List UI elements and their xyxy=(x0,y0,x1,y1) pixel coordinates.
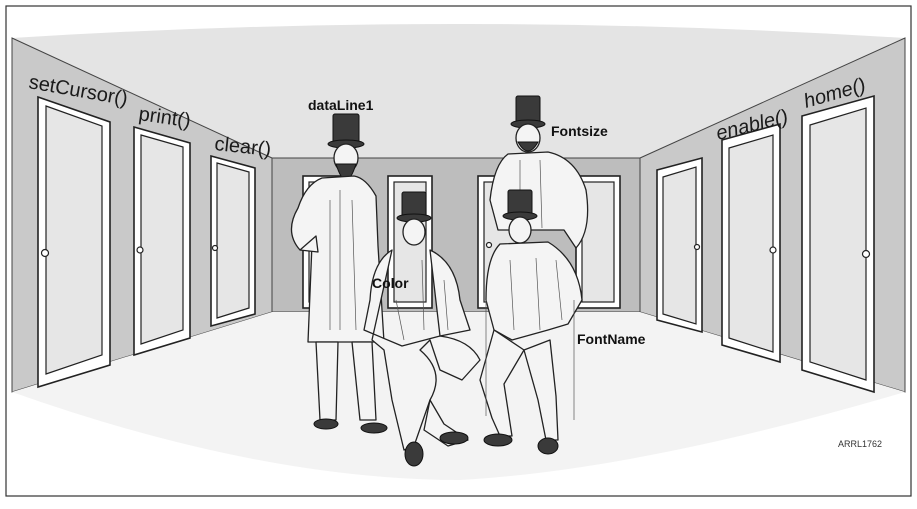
seated-man-right xyxy=(479,189,583,455)
label-color: Color xyxy=(372,275,409,291)
door-home[interactable] xyxy=(801,94,875,394)
label-dataline1: dataLine1 xyxy=(308,97,374,113)
label-fontname: FontName xyxy=(577,331,646,347)
standing-man-left xyxy=(290,113,388,434)
label-fontsize: Fontsize xyxy=(551,123,608,139)
door-enable-2[interactable] xyxy=(721,122,781,364)
floor xyxy=(12,312,905,480)
door-setcursor[interactable] xyxy=(37,95,111,389)
door-print[interactable] xyxy=(133,125,191,357)
door-enable[interactable] xyxy=(656,156,703,334)
figure-credit: ARRL1762 xyxy=(838,439,882,449)
ceiling xyxy=(12,24,905,158)
seated-man-left xyxy=(363,191,481,467)
door-clear[interactable] xyxy=(210,154,256,328)
